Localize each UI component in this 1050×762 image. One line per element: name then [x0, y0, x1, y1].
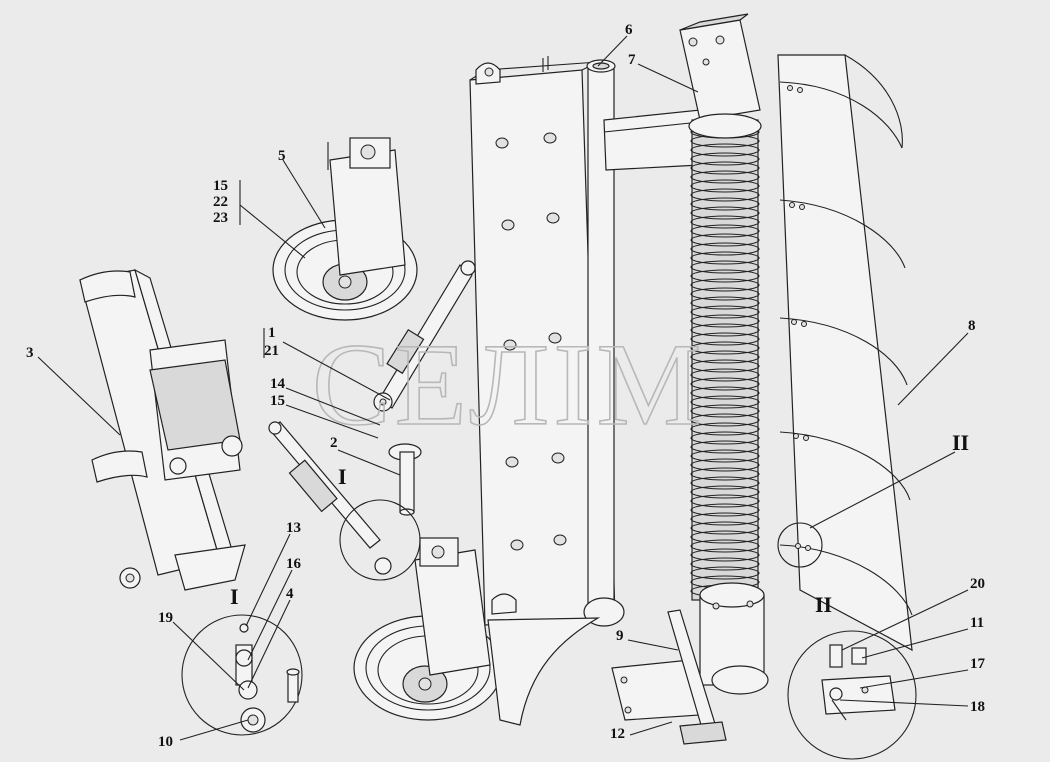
coil-ring — [690, 278, 760, 292]
callout-12: 12 — [610, 726, 625, 742]
coil-ring — [690, 485, 760, 499]
coil-ring — [690, 368, 760, 382]
coil-ring — [690, 548, 760, 562]
coil-ring — [690, 251, 760, 265]
coil-ring — [690, 341, 760, 355]
coil-ring — [690, 206, 760, 220]
coil-ring — [690, 314, 760, 328]
callout-16: 16 — [286, 556, 302, 572]
coil-ring — [690, 530, 760, 544]
coil-ring — [690, 386, 760, 400]
callout-10: 10 — [158, 734, 173, 750]
coil-ring — [690, 197, 760, 211]
callout-2: 2 — [330, 435, 338, 451]
coil-ring — [690, 413, 760, 427]
detail-label-II-upper: II — [952, 430, 969, 455]
coil-ring — [690, 152, 760, 166]
coil-ring — [690, 224, 760, 238]
callout-3: 3 — [26, 345, 34, 361]
coil-ring — [690, 269, 760, 283]
support-plate — [611, 609, 727, 745]
lower-gauge-wheel — [353, 537, 503, 721]
coil-ring — [690, 521, 760, 535]
coil-ring — [690, 242, 760, 256]
coil-ring — [690, 179, 760, 193]
gearbox-housing — [679, 13, 761, 121]
callout-17: 17 — [970, 656, 986, 672]
watermark-text: СЕЛІМ — [312, 319, 705, 450]
coil-ring — [690, 350, 760, 364]
callout-labels: 1 21 2 3 4 5 6 7 8 9 10 11 12 13 14 15 1… — [26, 22, 986, 750]
callout-1: 1 — [268, 325, 276, 341]
callout-7: 7 — [628, 52, 636, 68]
callout-21: 21 — [264, 343, 279, 359]
callout-4: 4 — [286, 586, 294, 602]
coil-ring — [690, 503, 760, 517]
callout-15-lower: 15 — [270, 393, 285, 409]
frame-skid — [487, 617, 601, 726]
coil-ring — [690, 170, 760, 184]
detail-label-II-lower: II — [815, 592, 832, 617]
coil-ring — [690, 215, 760, 229]
drive-housing — [699, 582, 769, 695]
callout-19: 19 — [158, 610, 173, 626]
coil-ring — [690, 377, 760, 391]
coil-ring — [690, 458, 760, 472]
rotor-bracket — [603, 109, 701, 171]
callout-22: 22 — [213, 194, 228, 210]
detail-circle-I — [181, 499, 421, 736]
callout-5: 5 — [278, 148, 286, 164]
coil-ring — [690, 422, 760, 436]
coil-ring — [690, 287, 760, 301]
coil-ring — [690, 467, 760, 481]
coil-ring — [690, 143, 760, 157]
vertical-tube — [583, 59, 625, 627]
coil-ring — [690, 404, 760, 418]
coil-ring — [690, 188, 760, 202]
coil-ring — [690, 233, 760, 247]
detail-label-I-upper: I — [338, 464, 347, 489]
shield-cover — [777, 54, 913, 652]
leader-lines — [37, 35, 969, 741]
coil-ring — [690, 476, 760, 490]
hydraulic-cylinder-lower — [268, 421, 392, 575]
callout-15-upper: 15 — [213, 178, 228, 194]
coil-ring — [690, 305, 760, 319]
callout-20: 20 — [970, 576, 985, 592]
coil-ring — [690, 440, 760, 454]
coil-ring — [690, 395, 760, 409]
upper-gauge-wheel — [272, 137, 418, 321]
callout-8: 8 — [968, 318, 976, 334]
callout-14: 14 — [270, 376, 286, 392]
coil-ring — [690, 161, 760, 175]
coil-ring — [690, 332, 760, 346]
coil-ring — [690, 512, 760, 526]
coil-ring — [690, 539, 760, 553]
coil-ring — [690, 449, 760, 463]
callout-6: 6 — [625, 22, 633, 38]
coil-rotor — [688, 113, 762, 601]
callout-23: 23 — [213, 210, 228, 226]
callout-11: 11 — [970, 615, 984, 631]
spindle-pin — [388, 443, 422, 516]
callout-9: 9 — [616, 628, 624, 644]
coil-ring — [690, 359, 760, 373]
coil-ring — [690, 431, 760, 445]
coil-ring — [690, 296, 760, 310]
hitch-drawbar — [79, 268, 246, 591]
callout-18: 18 — [970, 699, 985, 715]
detail-label-I-lower: I — [230, 584, 239, 609]
coil-ring — [690, 260, 760, 274]
hydraulic-cylinder-upper — [373, 260, 476, 412]
coil-ring — [690, 557, 760, 571]
callout-13: 13 — [286, 520, 301, 536]
coil-ring — [690, 494, 760, 508]
coil-ring — [690, 566, 760, 580]
coil-ring — [690, 323, 760, 337]
